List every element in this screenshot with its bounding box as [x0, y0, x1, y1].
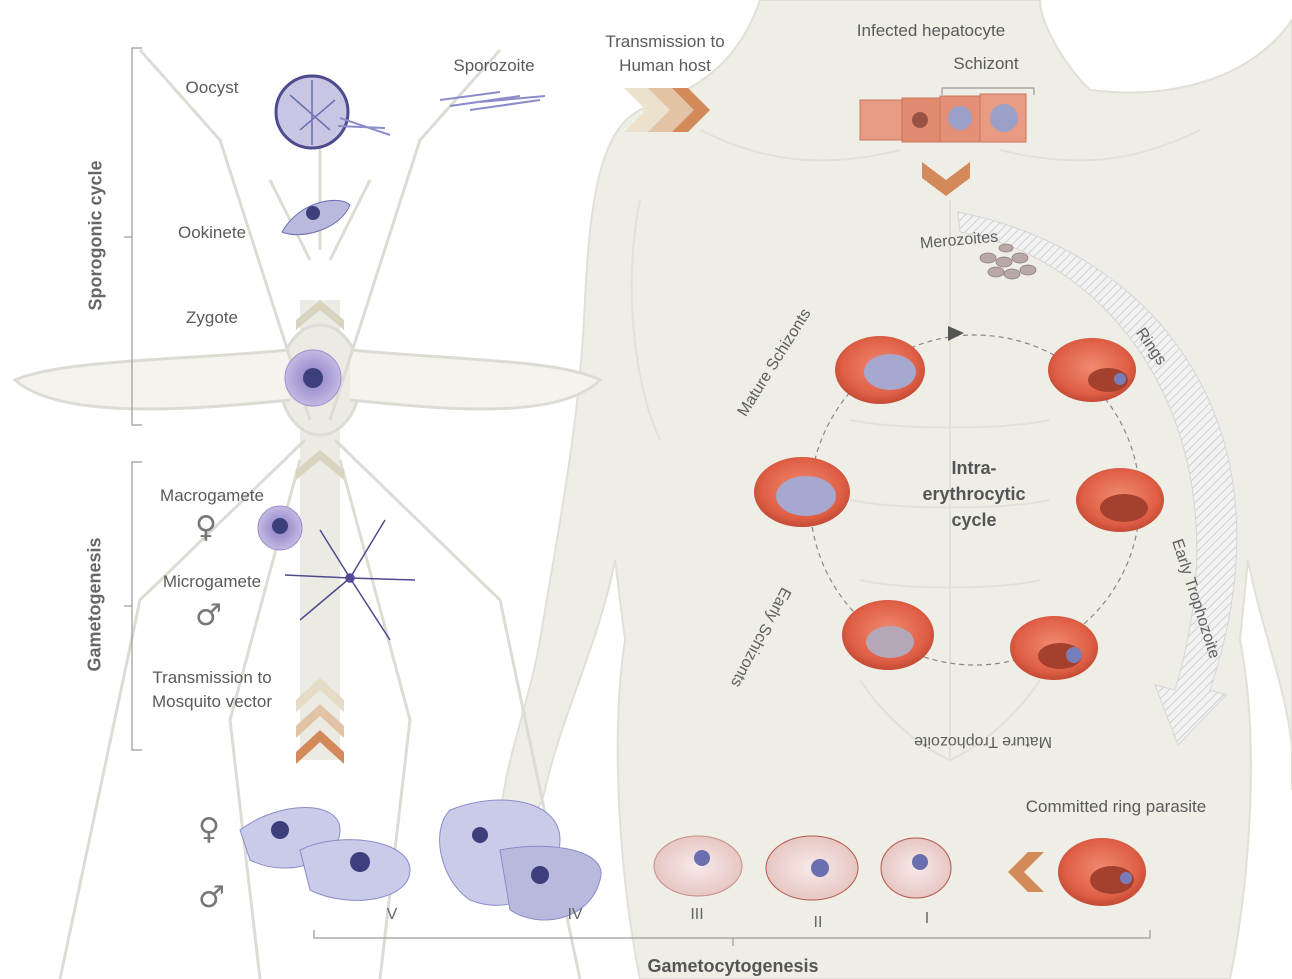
stage-label: IV [567, 906, 582, 924]
oocyst-label: Oocyst [186, 78, 239, 98]
gametocytogenesis-label: Gametocytogenesis [647, 956, 818, 977]
macrogamete-cell [258, 506, 302, 550]
transmission-mosquito-line1: Transmission to [152, 668, 271, 688]
intra-line2: erythrocytic [922, 481, 1025, 507]
oocyst-cell [276, 76, 390, 148]
gametogenesis-label: Gametogenesis [85, 542, 106, 672]
sporozoite-label: Sporozoite [453, 56, 534, 76]
intra-line1: Intra- [922, 455, 1025, 481]
infected-hepatocyte-label: Infected hepatocyte [857, 21, 1005, 41]
male-symbol-gametocyte: ♂ [198, 880, 225, 915]
stage-label: III [690, 906, 703, 924]
female-symbol-macrogamete: ♀ [195, 510, 217, 545]
microgamete-label: Microgamete [163, 572, 261, 592]
transmission-mosquito-line2: Mosquito vector [152, 692, 272, 712]
male-symbol-microgamete: ♂ [195, 598, 222, 633]
intra-line3: cycle [922, 507, 1025, 533]
zygote-cell [285, 350, 341, 406]
sporogonic-cycle-label: Sporogonic cycle [86, 161, 107, 311]
mature-trophozoite-label: Mature Trophozoite [898, 732, 1068, 750]
schizont-label: Schizont [953, 54, 1018, 74]
transmission-human-line2: Human host [619, 56, 711, 76]
hepatocyte-cells [860, 94, 1026, 142]
zygote-label: Zygote [186, 308, 238, 328]
female-symbol-gametocyte: ♀ [198, 812, 220, 847]
stage-label: II [814, 914, 823, 932]
stage-label: V [387, 906, 398, 924]
ookinete-label: Ookinete [178, 223, 246, 243]
committed-ring-label: Committed ring parasite [1026, 797, 1206, 817]
ookinete-cell [282, 200, 350, 234]
stage-label: I [925, 910, 929, 928]
transmission-human-line1: Transmission to [605, 32, 724, 52]
human-body-silhouette [500, 0, 1292, 979]
macrogamete-label: Macrogamete [160, 486, 264, 506]
intraerythrocytic-cycle-title: Intra- erythrocytic cycle [922, 455, 1025, 533]
